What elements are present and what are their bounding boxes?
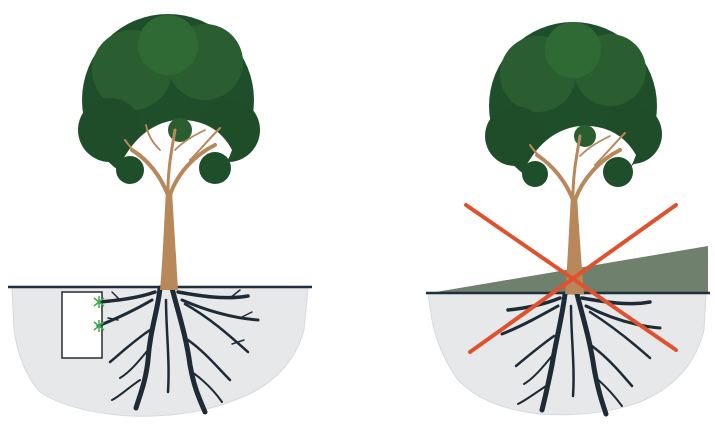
panel-incorrect (426, 22, 710, 415)
soil-area (428, 294, 706, 415)
planting-box (62, 292, 102, 358)
soil-area (12, 288, 308, 416)
tree-crown (485, 22, 662, 192)
tree-trunk (160, 190, 178, 290)
panel-correct (8, 14, 312, 416)
